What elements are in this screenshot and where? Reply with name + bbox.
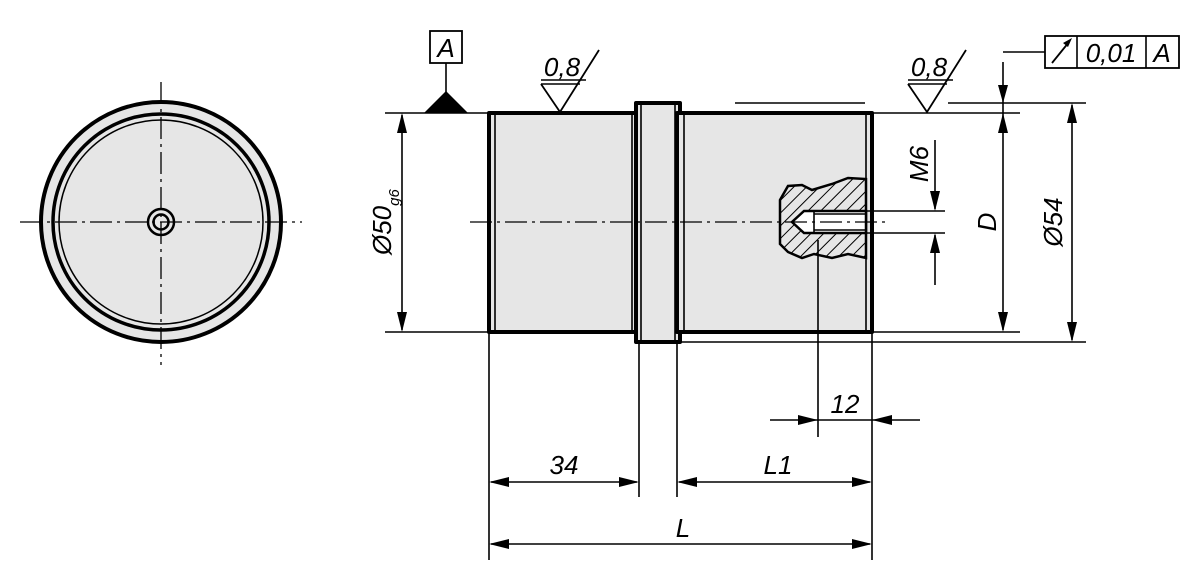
label-34: 34 [550, 450, 579, 480]
label-12: 12 [831, 389, 860, 419]
datum-box [429, 30, 463, 64]
surface-finish-left-value: 0,8 [544, 52, 581, 82]
dimension-lines [397, 62, 1077, 549]
surface-finish-right: 0,8 [907, 49, 967, 114]
end-view [20, 82, 302, 365]
arrow-dia54-top [1067, 103, 1077, 123]
arrow-L1-left [677, 477, 697, 487]
arrow-L-right [852, 539, 872, 549]
arrow-34-right [619, 477, 639, 487]
label-L1: L1 [764, 450, 793, 480]
arrow-12-right [872, 415, 892, 425]
side-view [470, 101, 890, 344]
arrow-L1-right [852, 477, 872, 487]
arrow-m6-bottom [930, 233, 940, 253]
circular-runout-arrow-icon [1051, 38, 1072, 64]
label-L: L [676, 513, 690, 543]
arrow-D-bottom [998, 312, 1008, 332]
surface-finish-left: 0,8 [540, 49, 600, 114]
arrow-dia50-top [397, 113, 407, 133]
arrow-L-left [489, 539, 509, 549]
label-D: D [972, 213, 1002, 232]
extension-lines [385, 102, 1086, 560]
label-dia50-fit: g6 [386, 189, 403, 206]
arrow-12-left [798, 415, 818, 425]
arrow-dia54-bottom [1067, 322, 1077, 342]
surface-finish-right-icon [907, 49, 967, 114]
surface-finish-left-icon [540, 49, 600, 114]
arrow-m6-top [930, 191, 940, 211]
label-dia50: Ø50g6 [367, 189, 403, 256]
label-m6: M6 [904, 145, 934, 182]
datum-icon [424, 91, 468, 113]
surface-finish-right-value: 0,8 [911, 52, 948, 82]
runout-frame: 0,01 A [1003, 35, 1180, 69]
runout-tolerance-value: 0,01 [1086, 38, 1137, 68]
arrow-dia50-bottom [397, 312, 407, 332]
dimension-labels: Ø50g6 D Ø54 M6 12 34 L1 L [367, 145, 1068, 543]
datum-feature: A [424, 30, 468, 113]
label-dia54: Ø54 [1038, 197, 1068, 247]
arrow-34-left [489, 477, 509, 487]
runout-datum-letter: A [1151, 38, 1170, 68]
arrow-runout-leader [998, 85, 1008, 103]
arrow-D-top [998, 113, 1008, 133]
datum-letter: A [435, 33, 454, 63]
